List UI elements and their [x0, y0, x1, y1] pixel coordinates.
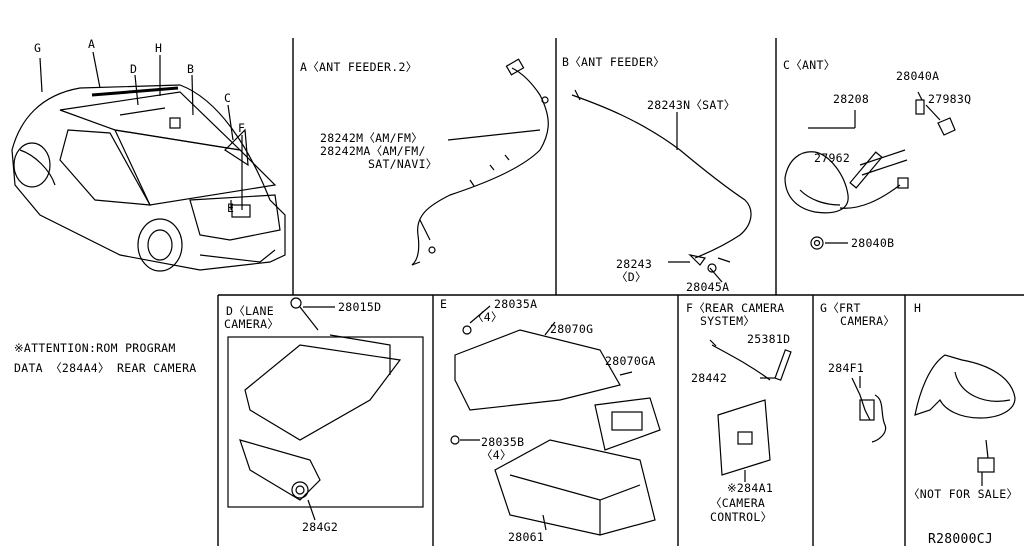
section-b-title: B〈ANT FEEDER〉 [562, 55, 666, 69]
diagram-code: R28000CJ [928, 532, 994, 547]
part-label-28045a: 28045A [686, 280, 730, 294]
bracket-and-unit-illustration [450, 305, 661, 536]
section-g-title-line2: CAMERA〉 [840, 314, 896, 328]
part-label-28243-d: 〈D〉 [616, 270, 647, 284]
part-label-28208: 28208 [833, 92, 870, 106]
part-label-28035a-qty: 〈4〉 [472, 310, 503, 324]
attention-note-line2: DATA 〈284A4〉 REAR CAMERA [14, 361, 197, 375]
part-label-284g2: 284G2 [302, 520, 339, 534]
vehicle-callout-h: H [155, 41, 163, 55]
section-d-title-line2: CAMERA〉 [224, 317, 280, 331]
section-d-title-line1: D〈LANE [226, 304, 274, 318]
part-label-28035b: 28035B [481, 435, 525, 449]
panel-dividers [217, 38, 1024, 546]
part-label-284a1: ※284A1 [727, 481, 774, 495]
rear-camera-system-illustration [709, 339, 792, 482]
part-label-28242ma: 28242MA〈AM/FM/ [320, 144, 426, 158]
vehicle-callout-f: F [238, 121, 246, 135]
part-label-25381d: 25381D [747, 332, 791, 346]
vehicle-callout-c: C [224, 91, 232, 105]
part-label-28242ma-cont: SAT/NAVI〉 [368, 157, 438, 171]
lane-camera-illustration [227, 297, 424, 521]
section-f-title-line2: SYSTEM〉 [700, 314, 756, 328]
part-label-28035a: 28035A [494, 297, 538, 311]
part-label-28015d: 28015D [338, 300, 382, 314]
door-mirror-illustration [914, 354, 1016, 486]
section-c-title: C〈ANT〉 [783, 58, 836, 72]
section-g-title-line1: G〈FRT [820, 301, 861, 315]
vehicle-callout-e: E [227, 201, 235, 215]
part-label-28070g: 28070G [550, 322, 594, 336]
vehicle-callout-b: B [187, 62, 195, 76]
part-label-28242m: 28242M〈AM/FM〉 [320, 131, 424, 145]
part-label-28040b: 28040B [851, 236, 895, 250]
attention-note-line1: ※ATTENTION:ROM PROGRAM [14, 341, 176, 355]
part-label-28035b-qty: 〈4〉 [481, 448, 512, 462]
part-label-28061: 28061 [508, 530, 545, 544]
ant-feeder-illustration [571, 89, 752, 283]
part-label-27962: 27962 [814, 151, 851, 165]
not-for-sale-label: 〈NOT FOR SALE〉 [908, 487, 1019, 501]
section-f-title-line1: F〈REAR CAMERA [686, 301, 785, 315]
part-label-28040a: 28040A [896, 69, 940, 83]
ant-feeder-2-illustration [411, 58, 549, 266]
vehicle-illustration [11, 51, 286, 272]
part-label-27983q: 27983Q [928, 92, 972, 106]
part-label-28442: 28442 [691, 371, 728, 385]
part-label-control: CONTROL〉 [710, 510, 773, 524]
part-label-camera: 〈CAMERA [710, 496, 766, 510]
roof-antenna-illustration [784, 91, 956, 250]
part-label-28243n: 28243N〈SAT〉 [647, 98, 736, 112]
front-camera-illustration [851, 376, 887, 443]
part-label-284f1: 284F1 [828, 361, 865, 375]
section-e-title: E [440, 297, 448, 311]
section-h-title: H [914, 301, 922, 315]
part-label-28070ga: 28070GA [605, 354, 656, 368]
section-a-title: A〈ANT FEEDER.2〉 [300, 60, 418, 74]
part-label-28243: 28243 [616, 257, 653, 271]
vehicle-callout-a: A [88, 37, 96, 51]
vehicle-callout-d: D [130, 62, 138, 76]
vehicle-callout-g: G [34, 41, 42, 55]
